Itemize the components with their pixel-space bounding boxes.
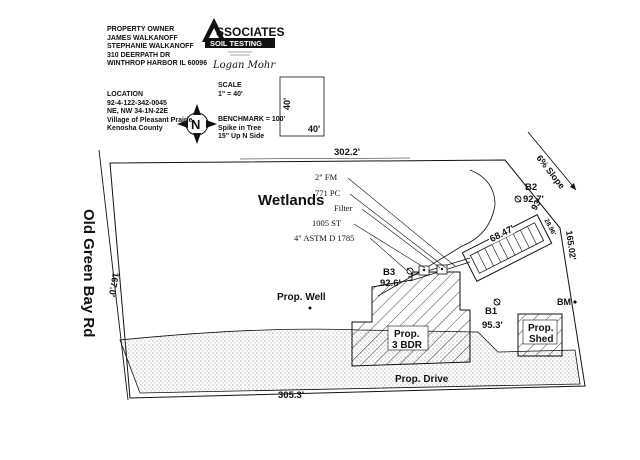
location-heading: LOCATION (107, 91, 144, 98)
location-county: Kenosha County (107, 125, 163, 133)
boring-b2-id: B2 (525, 182, 537, 193)
well-label: Prop. Well (277, 292, 326, 303)
callout-filter: Filter (334, 203, 353, 213)
drive-label: Prop. Drive (395, 374, 449, 385)
scale-value: 1" = 40' (218, 90, 243, 98)
north-arrow-icon: N (177, 104, 217, 144)
scale-box (279, 76, 325, 137)
property-boundary (109, 159, 586, 399)
scale-label: SCALE (218, 82, 242, 89)
scale-box-bottom: 40' (308, 124, 320, 134)
callouts: 2" FM 771 PC Filter 1005 ST 4" ASTM D 17… (294, 172, 456, 277)
boring-b3-id: B3 (383, 267, 395, 278)
north-letter: N (191, 117, 200, 132)
house-label-1: Prop. (394, 329, 420, 340)
septic-bed: 68.47' 28.96' (461, 214, 558, 282)
company-signature: Logan Mohr (213, 60, 276, 71)
company-name-line-1: SSOCIATES (216, 25, 284, 39)
boring-b3: B3 92.6' (380, 267, 414, 289)
dim-top: 302.2' (334, 147, 360, 158)
callout-st: 1005 ST (312, 218, 342, 228)
owner-heading: PROPERTY OWNER (107, 26, 175, 33)
shed-label-1: Prop. (528, 323, 554, 334)
benchmark-marker-icon (573, 300, 577, 304)
dim-bottom: 305.3' (278, 390, 304, 401)
boring-b1: B1 95.3' (482, 298, 503, 331)
shed-label-2: Shed (529, 334, 553, 345)
wetlands-label: Wetlands (258, 192, 324, 209)
house-footprint (351, 271, 471, 367)
slope-arrow-icon (527, 131, 577, 191)
dim-left: 167.0' (107, 272, 121, 298)
callout-pc: 771 PC (315, 188, 341, 198)
boring-b1-id: B1 (485, 306, 498, 317)
boring-b3-elev: 92.6' (380, 278, 401, 289)
scale-block: SCALE 1" = 40' (218, 82, 243, 99)
callout-pipe: 4" ASTM D 1785 (294, 233, 354, 243)
benchmark-line-3: 15" Up N Side (218, 133, 265, 141)
owner-block: PROPERTY OWNER JAMES WALKANOFF STEPHANIE… (107, 26, 207, 69)
bed-width: 28.96' (543, 218, 558, 237)
boring-b2-elev: 92.7' (523, 194, 544, 205)
owner-name-2: STEPHANIE WALKANOFF (107, 43, 194, 51)
callout-fm: 2" FM (315, 172, 338, 182)
boring-b2: B2 92.7' (514, 182, 544, 205)
benchmark-block: BENCHMARK = 100' Spike in Tree 15" Up N … (218, 116, 285, 142)
benchmark-line-2: Spike in Tree (218, 124, 262, 132)
location-village: Village of Pleasant Prairie (107, 116, 193, 124)
owner-address-1: 310 DEERPATH DR (107, 51, 171, 59)
company-logo: SSOCIATES SOIL TESTING (202, 18, 284, 56)
benchmark-line-1: BENCHMARK = 100' (218, 116, 286, 123)
well-marker (308, 306, 312, 310)
road-edge-line (98, 149, 129, 401)
house-label-2: 3 BDR (392, 340, 423, 351)
scale-box-side: 40' (282, 98, 292, 110)
road-label: Old Green Bay Rd (80, 209, 97, 337)
company-name-line-2: SOIL TESTING (210, 39, 262, 48)
location-parcel: 92-4-122-342-0045 (107, 99, 167, 107)
drive-area (119, 328, 581, 394)
location-block: LOCATION 92-4-122-342-0045 NE, NW 34-1N-… (107, 91, 192, 134)
benchmark-marker-label: BM (557, 297, 571, 307)
owner-name-1: JAMES WALKANOFF (107, 34, 178, 42)
owner-address-2: WINTHROP HARBOR IL 60096 (107, 60, 208, 68)
dim-right: 165.02' (564, 230, 578, 261)
location-section: NE, NW 34-1N-22E (107, 108, 169, 116)
boring-b1-elev: 95.3' (482, 320, 503, 331)
